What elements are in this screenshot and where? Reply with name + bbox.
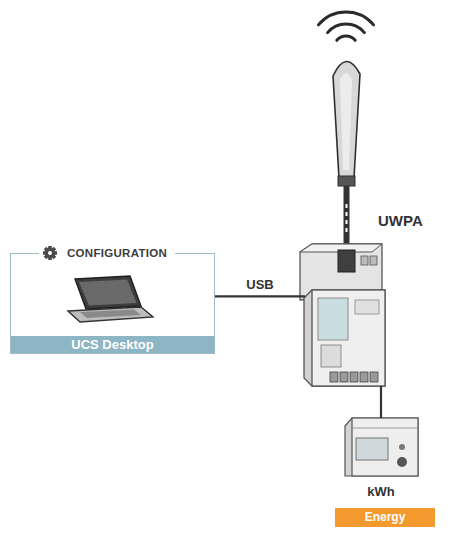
wireless-symbol: [318, 12, 373, 40]
meter-ridge: [352, 428, 418, 429]
uwpa-device: [300, 244, 385, 386]
connectors: [215, 296, 381, 418]
bus-wire: [380, 386, 382, 418]
device-name: UWPA: [378, 212, 423, 230]
wifi-arc: [318, 12, 373, 25]
device-terminal: [360, 372, 368, 382]
device-terminal: [330, 372, 338, 382]
device-side: [304, 290, 385, 386]
device-terminal-block: [330, 372, 378, 382]
meter-side: [345, 418, 418, 476]
wifi-arc: [337, 36, 355, 40]
meter-display: [356, 438, 388, 460]
meter-button: [397, 457, 407, 467]
wifi-arc: [328, 24, 365, 33]
laptop-icon: [68, 276, 153, 322]
energy-meter: [345, 418, 418, 476]
unit-label: kWh: [331, 484, 431, 500]
antenna: [333, 61, 360, 262]
laptop-keyboard: [80, 310, 141, 319]
energy-meter-node: kWhEnergy: [331, 418, 431, 528]
antenna-highlight: [340, 73, 352, 170]
laptop-display: [79, 280, 137, 306]
antenna-connector: [338, 250, 355, 272]
device-terminal: [370, 372, 378, 382]
device-terminal: [370, 256, 377, 265]
usb-cable: [215, 295, 305, 297]
device-terminal: [361, 256, 368, 265]
band-label: UCS Desktop: [11, 336, 214, 353]
category-band: Energy: [335, 508, 435, 527]
device-front: [312, 290, 385, 386]
device-label-panel: [318, 298, 348, 340]
device-display: [321, 345, 341, 367]
connector-label: USB: [246, 277, 273, 292]
device-terminal: [350, 372, 358, 382]
device-led-panel: [355, 300, 379, 314]
cable-break: [346, 204, 348, 232]
gateway-device: UWPA: [305, 238, 385, 386]
software-box: CONFIGURATIONUCS Desktop: [10, 253, 215, 354]
antenna-base: [338, 176, 355, 186]
laptop-base: [68, 307, 153, 322]
device-terminal: [340, 372, 348, 382]
section-heading: CONFIGURATION: [39, 246, 175, 261]
antenna-whip: [333, 61, 360, 178]
laptop-screen: [75, 276, 141, 309]
meter-button: [399, 444, 405, 450]
meter-front: [352, 418, 418, 476]
